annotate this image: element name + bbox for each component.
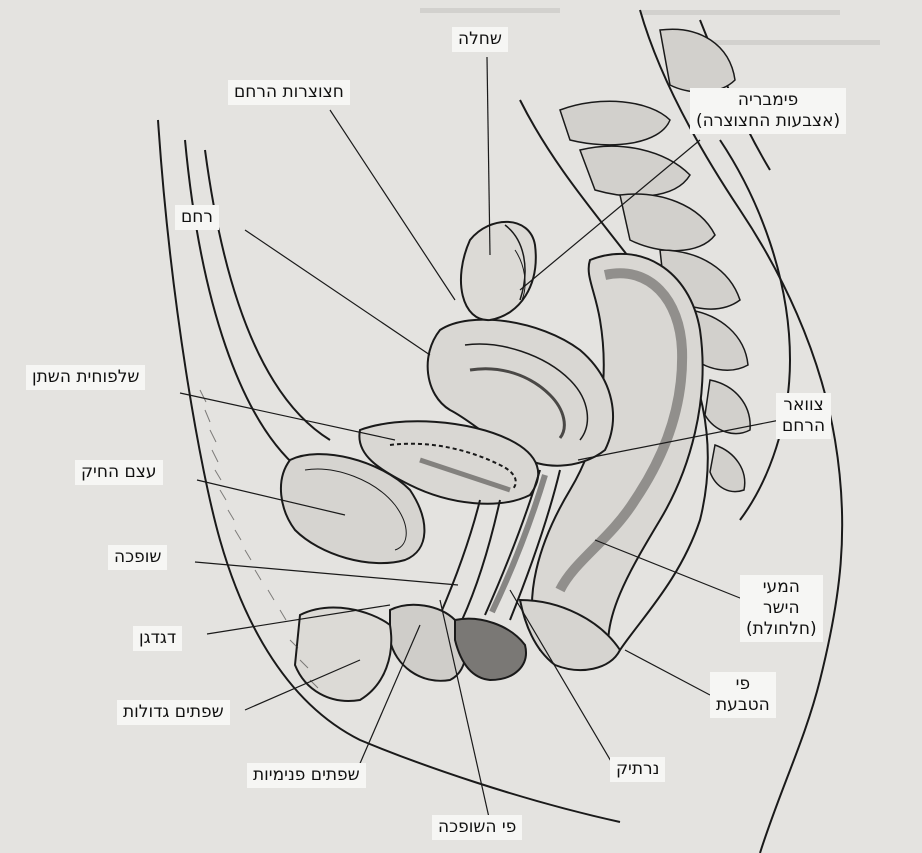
label-rectum-line3: (חלחולת)	[746, 619, 817, 639]
label-urethral-opening: פי השופכה	[432, 815, 523, 840]
leader-lines	[179, 56, 781, 823]
label-bladder: שלפוחית השתן	[26, 365, 146, 390]
label-rectum-line2: הישר	[763, 598, 800, 618]
label-pubic-bone: עצם החיק	[75, 460, 163, 485]
label-vagina: נרתיק	[610, 757, 666, 782]
label-rectum-line1: המעי	[762, 577, 800, 597]
hair	[199, 389, 319, 689]
uterus	[426, 318, 614, 467]
label-anus: פי הטבעת	[710, 672, 776, 718]
label-fimbria-line1: פימבריה	[737, 90, 799, 110]
label-cervix-line2: הרחם	[782, 416, 826, 436]
label-labia-minora: שפתים פנימיות	[247, 763, 366, 788]
label-anus-line1: פי	[735, 674, 751, 694]
label-cervix-line1: צוואר	[783, 395, 824, 415]
label-clitoris: דגדגן	[133, 626, 183, 651]
ovary	[459, 220, 537, 322]
pubic-bone	[279, 453, 426, 565]
label-labia-majora: שפתים גדולות	[117, 700, 230, 725]
label-rectum: המעי הישר (חלחולת)	[740, 575, 823, 642]
external-genitalia	[293, 598, 622, 702]
label-cervix: צוואר הרחם	[776, 393, 832, 439]
label-ovary: שחלה	[452, 27, 508, 52]
label-fimbria: פימבריה (אצבעות החצוצרה)	[690, 88, 847, 134]
label-fallopian-tubes: חצוצרות הרחם	[228, 80, 350, 105]
label-fimbria-line2: (אצבעות החצוצרה)	[696, 111, 841, 131]
label-anus-line2: הטבעת	[716, 695, 770, 715]
label-urethra: שופכה	[108, 545, 168, 570]
label-uterus: רחם	[175, 205, 219, 230]
